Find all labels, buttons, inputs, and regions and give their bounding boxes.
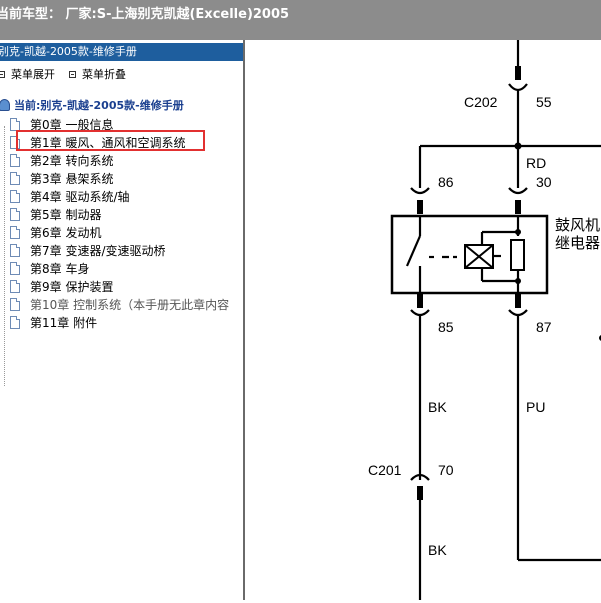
tree-item-chapter-5[interactable]: 第5章 制动器 bbox=[10, 205, 101, 223]
wire-bk-label-lower: BK bbox=[428, 542, 447, 558]
wiring-diagram: C202 55 RD 86 30 鼓风机 继电器 85 87 BK PU C20… bbox=[368, 40, 601, 600]
expand-menu-button[interactable]: 菜单展开 bbox=[0, 66, 55, 82]
document-icon bbox=[10, 243, 20, 257]
document-icon bbox=[10, 153, 20, 167]
document-icon bbox=[10, 189, 20, 203]
relay-name-line1: 鼓风机 bbox=[555, 216, 600, 234]
selected-item-highlight bbox=[16, 130, 205, 151]
document-icon bbox=[10, 117, 20, 131]
tree-item-chapter-7[interactable]: 第7章 变速器/变速驱动桥 bbox=[10, 241, 166, 259]
collapse-icon bbox=[69, 70, 76, 78]
book-icon bbox=[0, 99, 10, 111]
pin-85-label: 85 bbox=[438, 319, 454, 335]
connector-c201-label: C201 bbox=[368, 462, 402, 478]
wiring-diagram-pane: C202 55 RD 86 30 鼓风机 继电器 85 87 BK PU C20… bbox=[247, 40, 601, 600]
tree-item-chapter-6[interactable]: 第6章 发动机 bbox=[10, 223, 101, 241]
document-icon bbox=[10, 171, 20, 185]
relay-name-line2: 继电器 bbox=[555, 234, 600, 252]
panel-title-bar: 别克-凯越-2005款-维修手册 bbox=[0, 43, 243, 61]
tree-item-chapter-0[interactable]: 第0章 一般信息 bbox=[10, 115, 113, 133]
wire-bk-label-upper: BK bbox=[428, 399, 447, 415]
wire-pu-label: PU bbox=[526, 399, 545, 415]
tree-item-chapter-8[interactable]: 第8章 车身 bbox=[10, 259, 89, 277]
pin-55-label: 55 bbox=[536, 94, 552, 110]
tree-item-chapter-4[interactable]: 第4章 驱动系统/轴 bbox=[10, 187, 130, 205]
tree-item-chapter-9[interactable]: 第9章 保护装置 bbox=[10, 277, 113, 295]
document-icon bbox=[10, 297, 20, 311]
tree-guide-line bbox=[4, 126, 6, 386]
document-icon bbox=[10, 261, 20, 275]
document-icon bbox=[10, 225, 20, 239]
tree-item-chapter-11[interactable]: 第11章 附件 bbox=[10, 313, 97, 331]
tree-item-chapter-10[interactable]: 第10章 控制系统（本手册无此章内容 bbox=[10, 295, 229, 313]
pin-70-label: 70 bbox=[438, 462, 454, 478]
tree-item-chapter-3[interactable]: 第3章 悬架系统 bbox=[10, 169, 113, 187]
document-icon bbox=[10, 207, 20, 221]
expand-icon bbox=[0, 70, 5, 78]
tree-item-chapter-2[interactable]: 第2章 转向系统 bbox=[10, 151, 113, 169]
current-vehicle-title: 当前车型： 厂家:S-上海别克凯越(Excelle)2005 bbox=[0, 7, 290, 22]
document-icon bbox=[10, 315, 20, 329]
title-bar: 当前车型： 厂家:S-上海别克凯越(Excelle)2005 bbox=[0, 0, 601, 40]
connector-c202-label: C202 bbox=[464, 94, 498, 110]
pin-86-label: 86 bbox=[438, 174, 454, 190]
manual-tree-panel: 别克-凯越-2005款-维修手册 菜单展开 菜单折叠 当前:别克-凯越-2005… bbox=[0, 40, 245, 600]
pin-87-label: 87 bbox=[536, 319, 552, 335]
pin-30-label: 30 bbox=[536, 174, 552, 190]
panel-title: 别克-凯越-2005款-维修手册 bbox=[0, 45, 137, 58]
tree-root[interactable]: 当前:别克-凯越-2005款-维修手册 bbox=[0, 96, 184, 114]
document-icon bbox=[10, 279, 20, 293]
collapse-menu-button[interactable]: 菜单折叠 bbox=[69, 66, 126, 82]
wire-rd-label: RD bbox=[526, 155, 546, 171]
tree-toolbar: 菜单展开 菜单折叠 bbox=[0, 64, 243, 82]
